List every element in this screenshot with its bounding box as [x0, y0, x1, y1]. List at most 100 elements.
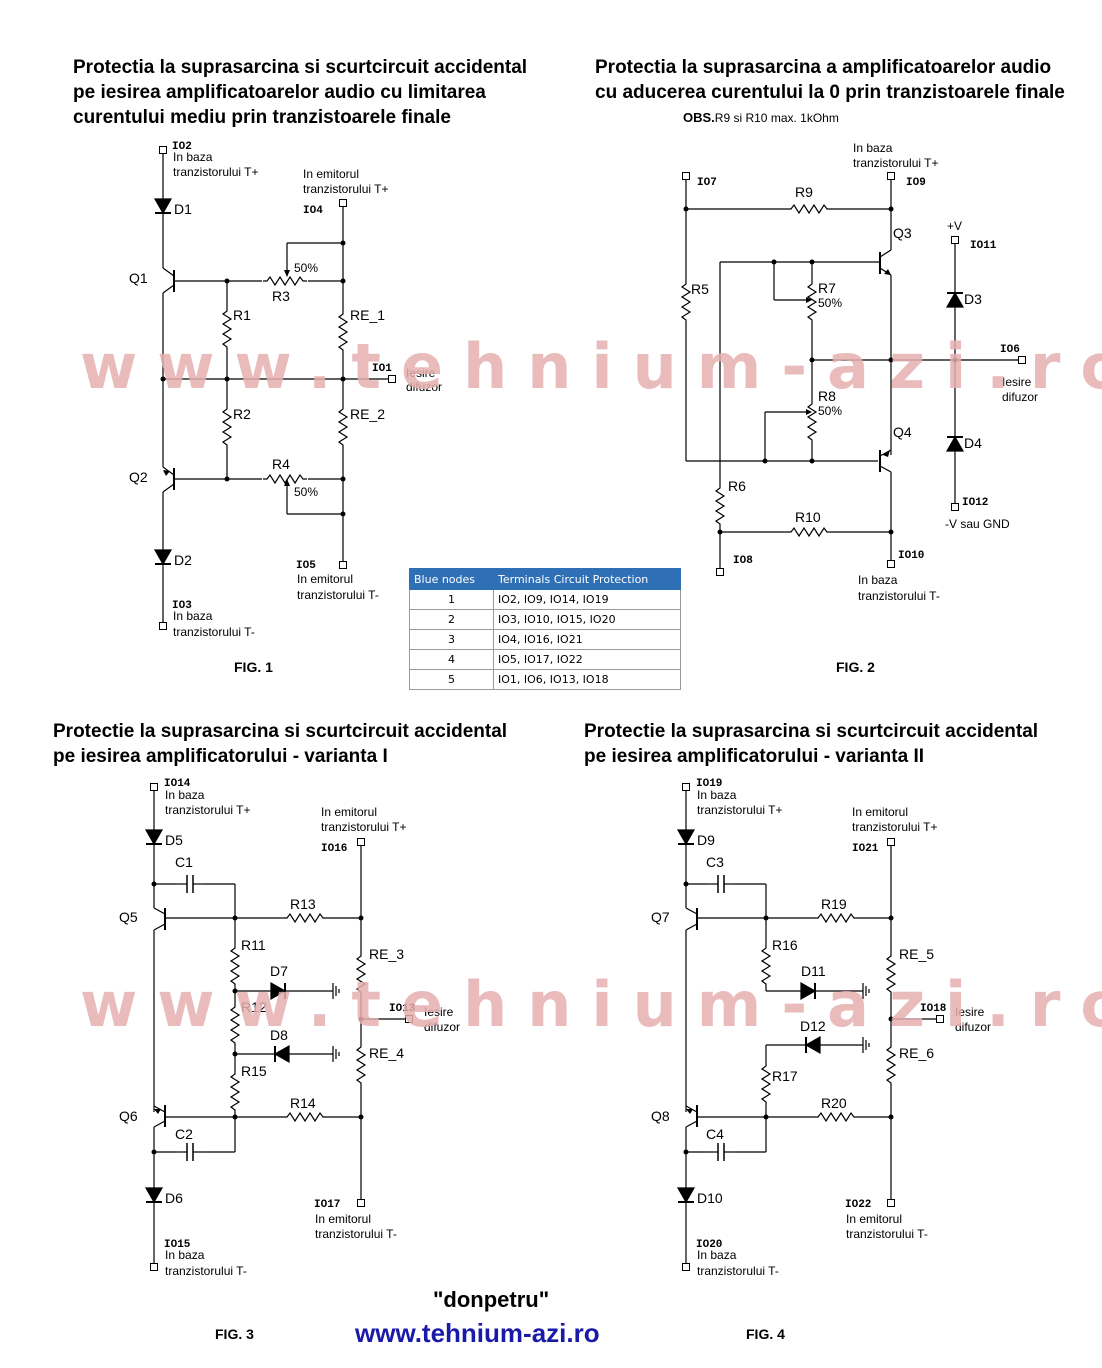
- svg-text:R8: R8: [818, 388, 836, 404]
- c2-capacitor: [176, 1142, 204, 1162]
- svg-text:R1: R1: [233, 307, 251, 323]
- svg-text:tranzistorului T+: tranzistorului T+: [853, 156, 938, 170]
- svg-text:IO22: IO22: [845, 1199, 871, 1211]
- svg-text:In baza: In baza: [173, 609, 213, 623]
- author-signature: "donpetru": [433, 1287, 550, 1312]
- svg-text:tranzistorului T-: tranzistorului T-: [173, 625, 255, 639]
- svg-text:Iesire: Iesire: [1002, 375, 1032, 389]
- fig4-labels: IO19 In baza tranzistorului T+ In emitor…: [651, 778, 991, 1278]
- svg-text:R16: R16: [772, 937, 798, 953]
- svg-text:R13: R13: [290, 896, 316, 912]
- svg-text:D5: D5: [165, 832, 183, 848]
- fig3-schematic: [145, 782, 414, 1272]
- d9-diode: [677, 829, 695, 845]
- svg-text:RE_6: RE_6: [899, 1045, 934, 1061]
- io22-terminal[interactable]: [886, 1198, 896, 1208]
- r5-resistor: [681, 279, 691, 325]
- svg-text:+V: +V: [947, 219, 962, 233]
- c4-capacitor: [707, 1142, 735, 1162]
- io2-label: IO2: [172, 141, 192, 153]
- svg-text:D1: D1: [174, 201, 192, 217]
- r17-resistor: [761, 1061, 771, 1107]
- io20-terminal[interactable]: [681, 1262, 691, 1272]
- svg-text:R6: R6: [728, 478, 746, 494]
- svg-text:tranzistorului T-: tranzistorului T-: [297, 588, 379, 602]
- svg-text:In baza: In baza: [173, 150, 213, 164]
- svg-text:-V sau GND: -V sau GND: [945, 517, 1010, 531]
- d1-diode: [154, 198, 172, 214]
- svg-text:IO15: IO15: [164, 1239, 191, 1251]
- svg-text:Q7: Q7: [651, 909, 670, 925]
- svg-text:Q2: Q2: [129, 469, 148, 485]
- svg-text:R15: R15: [241, 1063, 267, 1079]
- svg-text:Q5: Q5: [119, 909, 138, 925]
- svg-text:D9: D9: [697, 832, 715, 848]
- io19-terminal[interactable]: [681, 782, 691, 792]
- io12-terminal[interactable]: [950, 502, 960, 512]
- io17-terminal[interactable]: [356, 1198, 366, 1208]
- svg-text:difuzor: difuzor: [406, 380, 442, 394]
- io8-terminal[interactable]: [715, 567, 725, 577]
- d8-diode: [274, 1045, 290, 1063]
- io4-terminal[interactable]: [338, 198, 348, 208]
- io21-terminal[interactable]: [886, 837, 896, 847]
- svg-text:tranzistorului T+: tranzistorului T+: [321, 820, 406, 834]
- svg-text:IO10: IO10: [898, 550, 924, 562]
- col-header-blue-nodes: Blue nodes: [409, 568, 494, 590]
- io15-terminal[interactable]: [149, 1262, 159, 1272]
- svg-text:IO8: IO8: [733, 555, 753, 567]
- io5-terminal[interactable]: [338, 560, 348, 570]
- svg-text:R12: R12: [241, 999, 267, 1015]
- svg-text:D8: D8: [270, 1027, 288, 1043]
- svg-text:IO16: IO16: [321, 843, 347, 855]
- svg-text:C4: C4: [706, 1126, 724, 1142]
- svg-text:IO1: IO1: [372, 363, 392, 375]
- d6-diode: [145, 1187, 163, 1203]
- fig3-title: Protectie la suprasarcina si scurtcircui…: [53, 721, 508, 767]
- io9-terminal[interactable]: [886, 171, 896, 181]
- fig2-obs-note: OBS.R9 si R10 max. 1kOhm: [683, 110, 839, 125]
- svg-text:Iesire: Iesire: [955, 1005, 985, 1019]
- svg-text:IO5: IO5: [296, 560, 316, 572]
- io3-terminal[interactable]: [158, 621, 168, 631]
- svg-text:RE_1: RE_1: [350, 307, 385, 323]
- svg-text:IO7: IO7: [697, 177, 717, 189]
- blue-nodes-table: Blue nodes Terminals Circuit Protection …: [409, 568, 681, 690]
- svg-text:IO3: IO3: [172, 600, 192, 612]
- io10-terminal[interactable]: [886, 559, 896, 569]
- svg-text:tranzistorului T+: tranzistorului T+: [697, 803, 782, 817]
- re4-resistor: [356, 1042, 366, 1088]
- svg-text:IO13: IO13: [389, 1003, 416, 1015]
- svg-text:Iesire: Iesire: [406, 366, 436, 380]
- svg-text:D12: D12: [800, 1018, 826, 1034]
- r19-resistor: [813, 913, 859, 923]
- fig2-labels: In baza tranzistorului T+ IO7 IO9 R9 Q3 …: [691, 141, 1038, 603]
- svg-text:R3: R3: [272, 288, 290, 304]
- io11-terminal[interactable]: [950, 235, 960, 245]
- svg-text:R17: R17: [772, 1068, 798, 1084]
- io7-terminal[interactable]: [681, 171, 691, 181]
- fig3-caption: FIG. 3: [215, 1326, 254, 1342]
- svg-text:D11: D11: [801, 963, 826, 979]
- fig1-caption: FIG. 1: [234, 659, 273, 675]
- svg-text:R5: R5: [691, 281, 709, 297]
- r9-resistor: [786, 204, 832, 214]
- svg-text:R20: R20: [821, 1095, 847, 1111]
- re6-resistor: [886, 1042, 896, 1088]
- io14-terminal[interactable]: [149, 782, 159, 792]
- io2-terminal[interactable]: [158, 145, 168, 155]
- svg-text:In baza: In baza: [697, 1248, 737, 1262]
- svg-text:In emitorul: In emitorul: [846, 1212, 902, 1226]
- svg-text:Q4: Q4: [893, 424, 912, 440]
- svg-text:50%: 50%: [294, 261, 318, 275]
- svg-text:Q1: Q1: [129, 270, 148, 286]
- svg-text:tranzistorului T+: tranzistorului T+: [852, 820, 937, 834]
- io16-terminal[interactable]: [356, 837, 366, 847]
- r13-resistor: [282, 913, 328, 923]
- svg-text:tranzistorului T-: tranzistorului T-: [315, 1227, 397, 1241]
- website-link[interactable]: www.tehnium-azi.ro: [355, 1318, 600, 1348]
- d3-diode: [946, 292, 964, 308]
